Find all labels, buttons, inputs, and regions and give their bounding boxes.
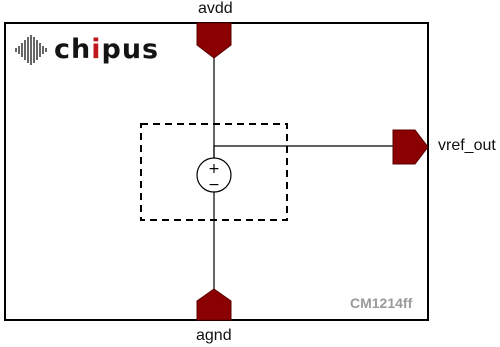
logo-text-part1: ch: [54, 34, 92, 65]
source-plus: +: [208, 161, 220, 177]
pin-avdd[interactable]: [196, 22, 232, 59]
pin-label-agnd: agnd: [196, 327, 232, 344]
wire-vref-out: [213, 145, 397, 158]
sound-wave-icon: [15, 35, 47, 65]
part-number: CM1214ff: [350, 295, 413, 311]
voltage-source-icon: + −: [196, 157, 232, 193]
pin-vref-out[interactable]: [392, 129, 429, 165]
logo-text-part2: i: [91, 34, 102, 65]
reference-block: [140, 123, 288, 221]
source-minus: −: [208, 177, 220, 193]
chipus-logo: chipus: [14, 33, 159, 67]
pin-label-avdd: avdd: [198, 0, 233, 17]
pin-agnd[interactable]: [196, 288, 232, 321]
pin-label-vref-out: vref_out: [438, 137, 496, 154]
logo-text-part3: pus: [101, 34, 160, 65]
logo-text: chipus: [54, 33, 159, 67]
